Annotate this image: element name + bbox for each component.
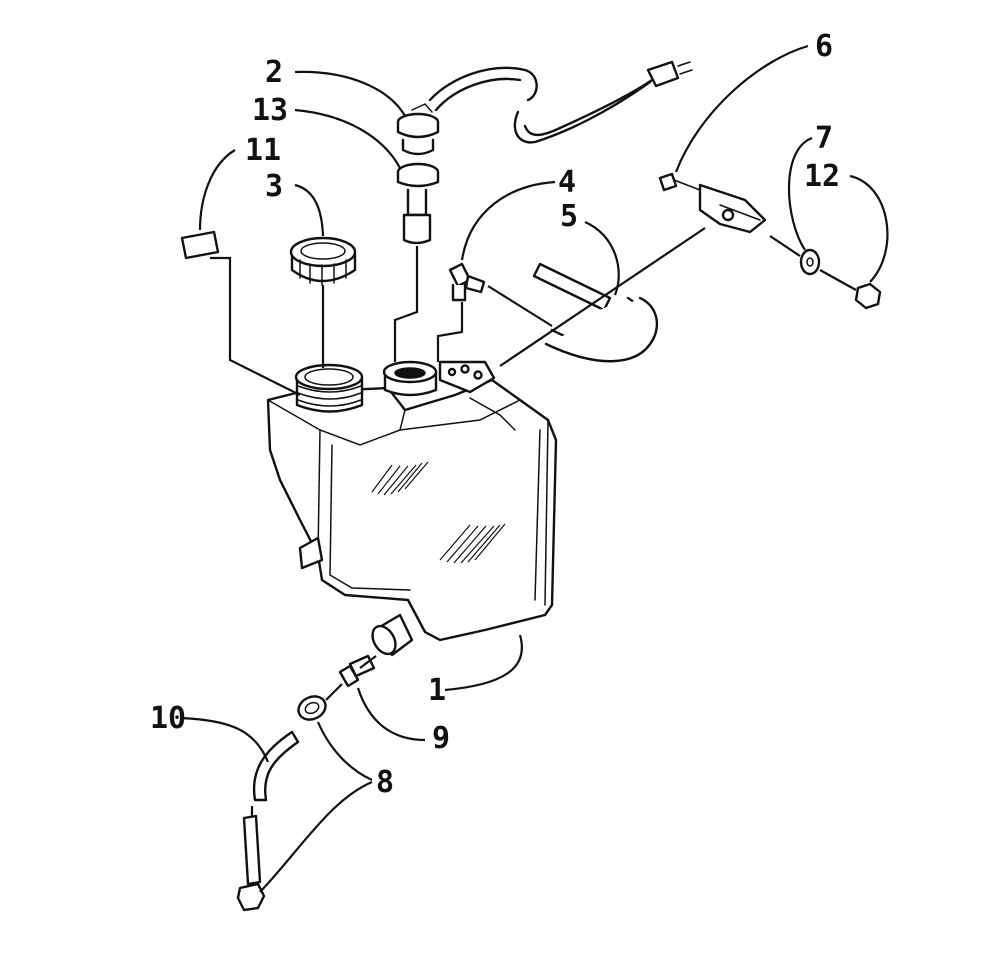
callout-11: 11: [245, 133, 281, 168]
oil-tank: [266, 360, 558, 657]
mount-bracket: [698, 183, 767, 234]
tank-hatch-lower: [439, 523, 506, 564]
callout-labels: 2 13 11 3 4 5 6 7 12 1 9 10 8: [150, 29, 840, 800]
callout-7: 7: [815, 121, 833, 156]
elbow-fitting: [448, 262, 486, 302]
callout-1: 1: [428, 673, 446, 708]
tank-outlet: [371, 613, 414, 657]
tank-mount-tab: [438, 360, 496, 394]
callout-5: 5: [560, 199, 578, 234]
callout-8: 8: [376, 765, 394, 800]
decal: [180, 230, 220, 260]
callout-9: 9: [432, 721, 450, 756]
tank-filler-neck: [294, 363, 364, 413]
callout-12: 12: [804, 159, 840, 194]
washer: [799, 248, 821, 276]
tank-sender-port: [382, 360, 438, 397]
clamp-upper: [297, 695, 327, 721]
callout-2: 2: [265, 55, 283, 90]
level-sender: [396, 103, 440, 245]
callout-3: 3: [265, 169, 283, 204]
callout-6: 6: [815, 29, 833, 64]
vent-hose-curved: [544, 296, 659, 363]
clamp-lower: [236, 882, 266, 912]
callout-10: 10: [150, 701, 186, 736]
callout-4: 4: [558, 165, 576, 200]
filler-cap: [289, 236, 357, 286]
lock-nut: [854, 282, 882, 310]
wire-harness: [428, 60, 693, 144]
drain-hose-straight: [242, 814, 262, 886]
vent-hose-straight: [532, 262, 612, 312]
tank-hatch-upper: [371, 461, 429, 496]
callout-13: 13: [252, 93, 288, 128]
mount-bolt: [658, 172, 701, 192]
leader-lines: [179, 44, 889, 893]
drain-hose-curved: [252, 730, 300, 802]
